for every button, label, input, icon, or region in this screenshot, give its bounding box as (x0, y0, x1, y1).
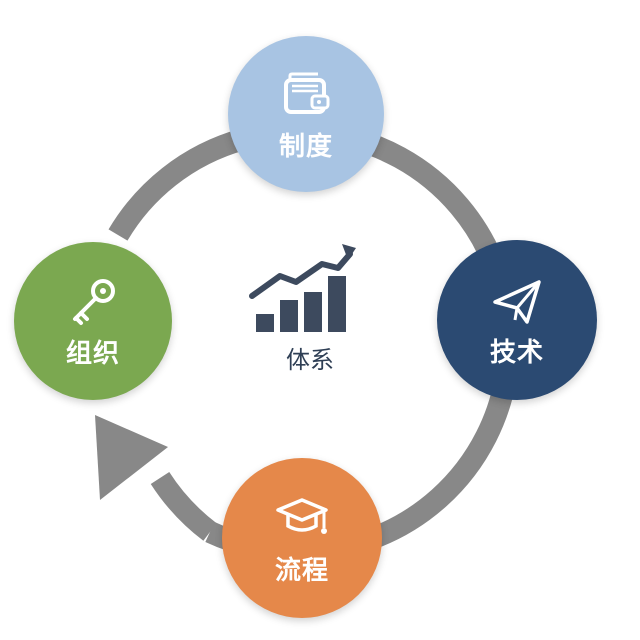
ring-arrowhead (95, 415, 168, 500)
ring-arc-lower-left (150, 471, 217, 541)
center-label: 体系 (286, 346, 334, 374)
graduation-cap-icon (276, 498, 328, 534)
node-label-zhidu: 制度 (278, 132, 333, 162)
node-label-jishu: 技术 (489, 338, 544, 368)
node-zuzhi: 组织 (14, 242, 172, 400)
key-icon (73, 279, 115, 325)
node-zhidu: 制度 (228, 36, 384, 192)
node-liucheng: 流程 (222, 458, 382, 618)
paper-plane-icon (493, 280, 541, 324)
wallet-icon (284, 72, 330, 114)
bar-chart-trend-icon (249, 244, 356, 332)
node-label-zuzhi: 组织 (65, 339, 120, 369)
node-label-liucheng: 流程 (274, 556, 329, 586)
node-jishu: 技术 (437, 240, 597, 400)
